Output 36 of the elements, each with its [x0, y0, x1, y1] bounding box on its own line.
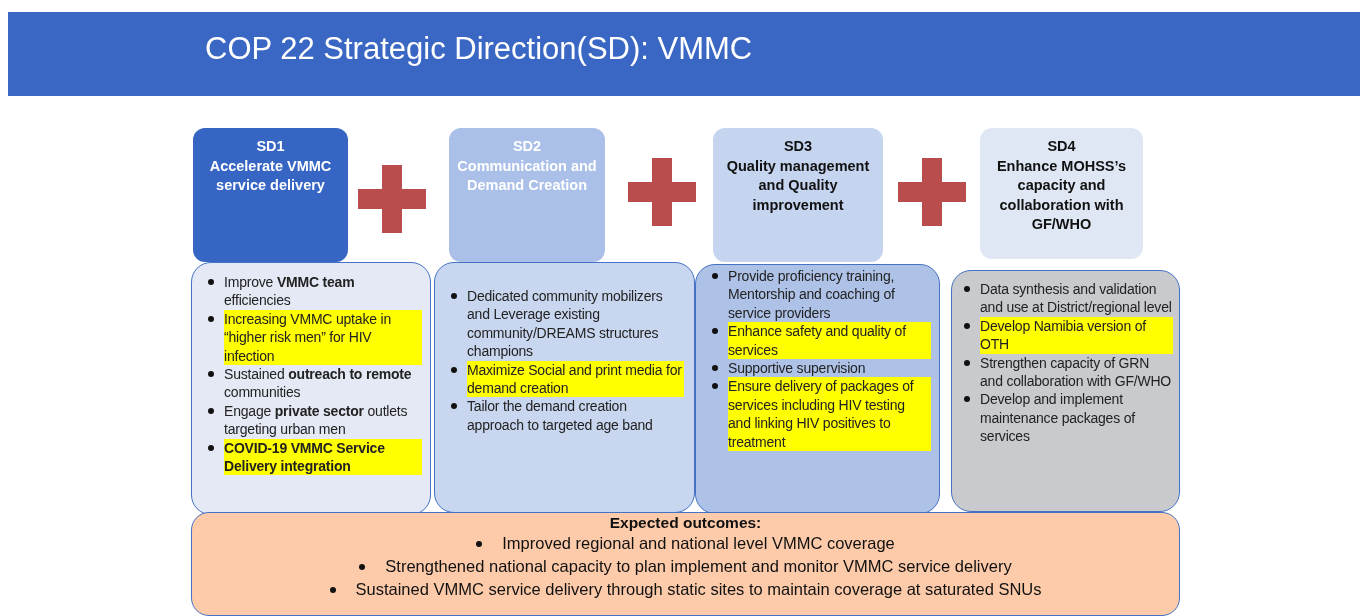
- outcomes-box: [191, 512, 1180, 616]
- highlighted-bullet-text: Develop Namibia version of OTH: [980, 316, 1173, 354]
- bullet-text: Data synthesis and validation and use at District/regional level: [980, 280, 1173, 317]
- activity-panel: [695, 264, 940, 514]
- highlighted-bullet-text: Ensure delivery of packages of services including HIV testing and linking HIV positives to treatment: [728, 377, 931, 452]
- bullet-text: Engage private sector outlets targeting urban men: [224, 401, 409, 439]
- bullet-text: Provide proficiency training, Mentorship and coaching of service providers: [728, 267, 896, 323]
- direction-box: [980, 128, 1143, 259]
- direction-code: SD2: [512, 137, 542, 156]
- direction-box: [713, 128, 883, 262]
- direction-box: [193, 128, 348, 262]
- direction-code: SD3: [783, 137, 813, 156]
- bullet-text: Develop and implement maintenance packages of services: [980, 390, 1137, 446]
- activity-panel: [191, 262, 431, 515]
- direction-code: SD1: [256, 137, 285, 156]
- title: COP 22 Strategic Direction(SD): VMMC: [205, 31, 753, 67]
- direction-code: SD4: [1047, 137, 1076, 156]
- bullet-text: Improve VMMC team efficiencies: [224, 273, 356, 310]
- outcomes-heading: Expected outcomes:: [608, 513, 763, 532]
- direction-title: Accelerate VMMC service delivery: [208, 156, 333, 195]
- direction-box: [449, 128, 605, 262]
- highlighted-bullet-text: Maximize Social and print media for demand creation: [467, 360, 684, 398]
- bullet-text: Dedicated community mobilizers and Leverage existing community/DREAMS structures champions: [467, 287, 664, 361]
- bullet-text: Tailor the demand creation approach to targeted age band: [467, 397, 654, 435]
- activity-panel: [434, 262, 695, 513]
- outcome-text: Improved regional and national level VMMC coverage: [502, 533, 895, 554]
- activity-panel: [951, 270, 1180, 512]
- bullet-text: Supportive supervision: [728, 359, 866, 378]
- outcome-text: Strengthened national capacity to plan implement and monitor VMMC service delivery: [385, 556, 1012, 577]
- highlighted-bullet-text: Enhance safety and quality of services: [728, 322, 931, 360]
- direction-title: Quality management and Quality improvement: [725, 156, 871, 215]
- direction-title: Enhance MOHSS’s capacity and collaboration with GF/WHO: [995, 156, 1128, 234]
- direction-title: Communication and Demand Creation: [456, 156, 598, 195]
- bullet-text: Strengthen capacity of GRN and collaboration with GF/WHO: [980, 353, 1173, 391]
- outcome-text: Sustained VMMC service delivery through static sites to maintain coverage at saturated SNUs: [355, 579, 1042, 600]
- highlighted-bullet-text: COVID-19 VMMC Service Delivery integration: [224, 438, 422, 476]
